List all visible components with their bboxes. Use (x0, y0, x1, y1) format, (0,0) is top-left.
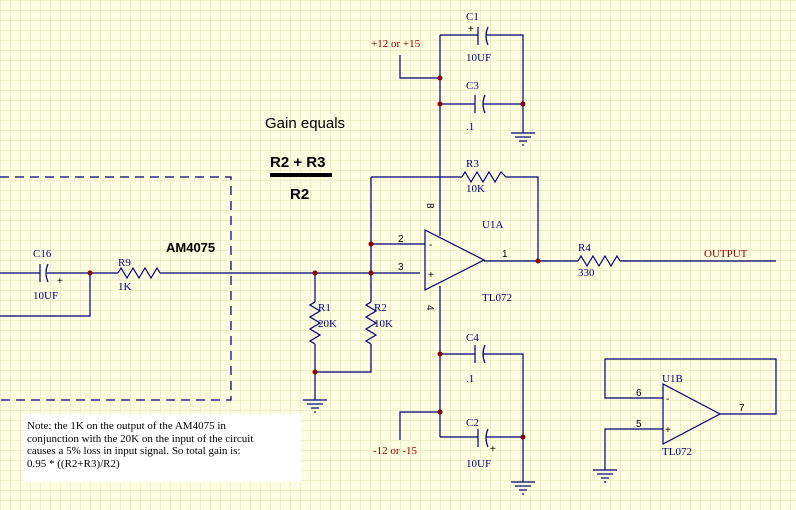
u1b-opamp[interactable] (604, 358, 777, 470)
gain-fraction-bar (270, 173, 332, 177)
c1-value: 10UF (466, 52, 491, 64)
u1b-noninv-sign: + (665, 425, 671, 436)
r1-value: 20K (318, 318, 337, 330)
junction-dot (437, 409, 443, 415)
note-box: Note: the 1K on the output of the AM4075… (23, 414, 301, 482)
c4-capacitor[interactable] (440, 344, 524, 437)
u1a-pin-noninv: 3 (398, 262, 404, 273)
note-line: Note: the 1K on the output of the AM4075… (27, 420, 226, 432)
divider-ground (303, 399, 327, 413)
c1-ref: C1 (466, 11, 479, 23)
gain-numerator: R2 + R3 (270, 154, 325, 171)
junction-dots (87, 75, 541, 440)
c4-value: .1 (466, 373, 474, 385)
junction-dot (87, 270, 93, 276)
r9-ref: R9 (118, 257, 131, 269)
u1b-ground (593, 469, 617, 483)
gain-denominator: R2 (290, 186, 309, 203)
c16-polarity: + (57, 276, 63, 287)
u1a-ref: U1A (482, 219, 503, 231)
junction-dot (437, 351, 443, 357)
gain-heading: Gain equals (265, 115, 345, 132)
u1b-inv-sign: - (666, 394, 669, 405)
u1b-pin-inv: 6 (636, 388, 642, 399)
am4075-ground-return-wire (0, 273, 91, 317)
u1a-noninv-sign: + (428, 270, 434, 281)
u1b-part: TL072 (662, 446, 692, 458)
junction-dot (312, 270, 318, 276)
c2-value: 10UF (466, 458, 491, 470)
note-line: 0.95 * ((R2+R3)/R2) (27, 457, 120, 470)
negative-supply-wire (399, 411, 440, 440)
junction-dot (368, 241, 374, 247)
c3-value: .1 (466, 121, 474, 133)
r3-ref: R3 (466, 158, 479, 170)
r3-value: 10K (466, 183, 485, 195)
r2-resistor[interactable] (315, 177, 378, 373)
vminus-ground (511, 481, 535, 495)
u1a-pin-inv: 2 (398, 234, 404, 245)
junction-dot (535, 258, 541, 264)
r4-value: 330 (578, 267, 595, 279)
u1a-pin-vplus: 8 (424, 203, 435, 209)
c2-polarity: + (490, 444, 496, 455)
r9-resistor[interactable] (90, 266, 420, 280)
r2-ref: R2 (374, 302, 387, 314)
junction-dot (368, 270, 374, 276)
u1b-pin-out: 7 (739, 403, 745, 414)
junction-dot (312, 369, 318, 375)
r4-ref: R4 (578, 242, 591, 254)
u1a-inv-sign: - (429, 240, 432, 251)
u1a-pin-out: 1 (502, 249, 508, 260)
c3-ref: C3 (466, 80, 479, 92)
c1-polarity: + (468, 24, 474, 35)
u1b-ref: U1B (662, 373, 683, 385)
c4-ref: C4 (466, 332, 479, 344)
junction-dot (437, 101, 443, 107)
c2-ref: C2 (466, 417, 479, 429)
junction-dot (520, 434, 526, 440)
negative-supply-label: -12 or -15 (373, 445, 417, 457)
u1a-part: TL072 (482, 292, 512, 304)
note-line: conjunction with the 20K on the input of… (27, 432, 254, 445)
positive-supply-wire (399, 55, 440, 79)
r1-ref: R1 (318, 302, 331, 314)
junction-dot (520, 101, 526, 107)
r4-resistor[interactable] (538, 254, 776, 268)
c16-ref: C16 (33, 248, 52, 260)
c16-value: 10UF (33, 290, 58, 302)
junction-dot (437, 75, 443, 81)
u1a-opamp[interactable] (424, 229, 538, 291)
c1-capacitor[interactable] (440, 26, 524, 104)
u1a-pin-vminus: 4 (424, 305, 435, 311)
r9-value: 1K (118, 281, 132, 293)
r3-resistor[interactable] (371, 170, 539, 261)
u1b-pin-noninv: 5 (636, 419, 642, 430)
r2-value: 10K (374, 318, 393, 330)
note-line: causes a 5% loss in input signal. So tot… (27, 445, 241, 457)
am4075-label: AM4075 (166, 240, 215, 255)
c16-capacitor[interactable] (0, 263, 90, 283)
output-label: OUTPUT (704, 248, 748, 260)
positive-supply-label: +12 or +15 (371, 38, 421, 50)
vplus-ground (511, 132, 535, 146)
